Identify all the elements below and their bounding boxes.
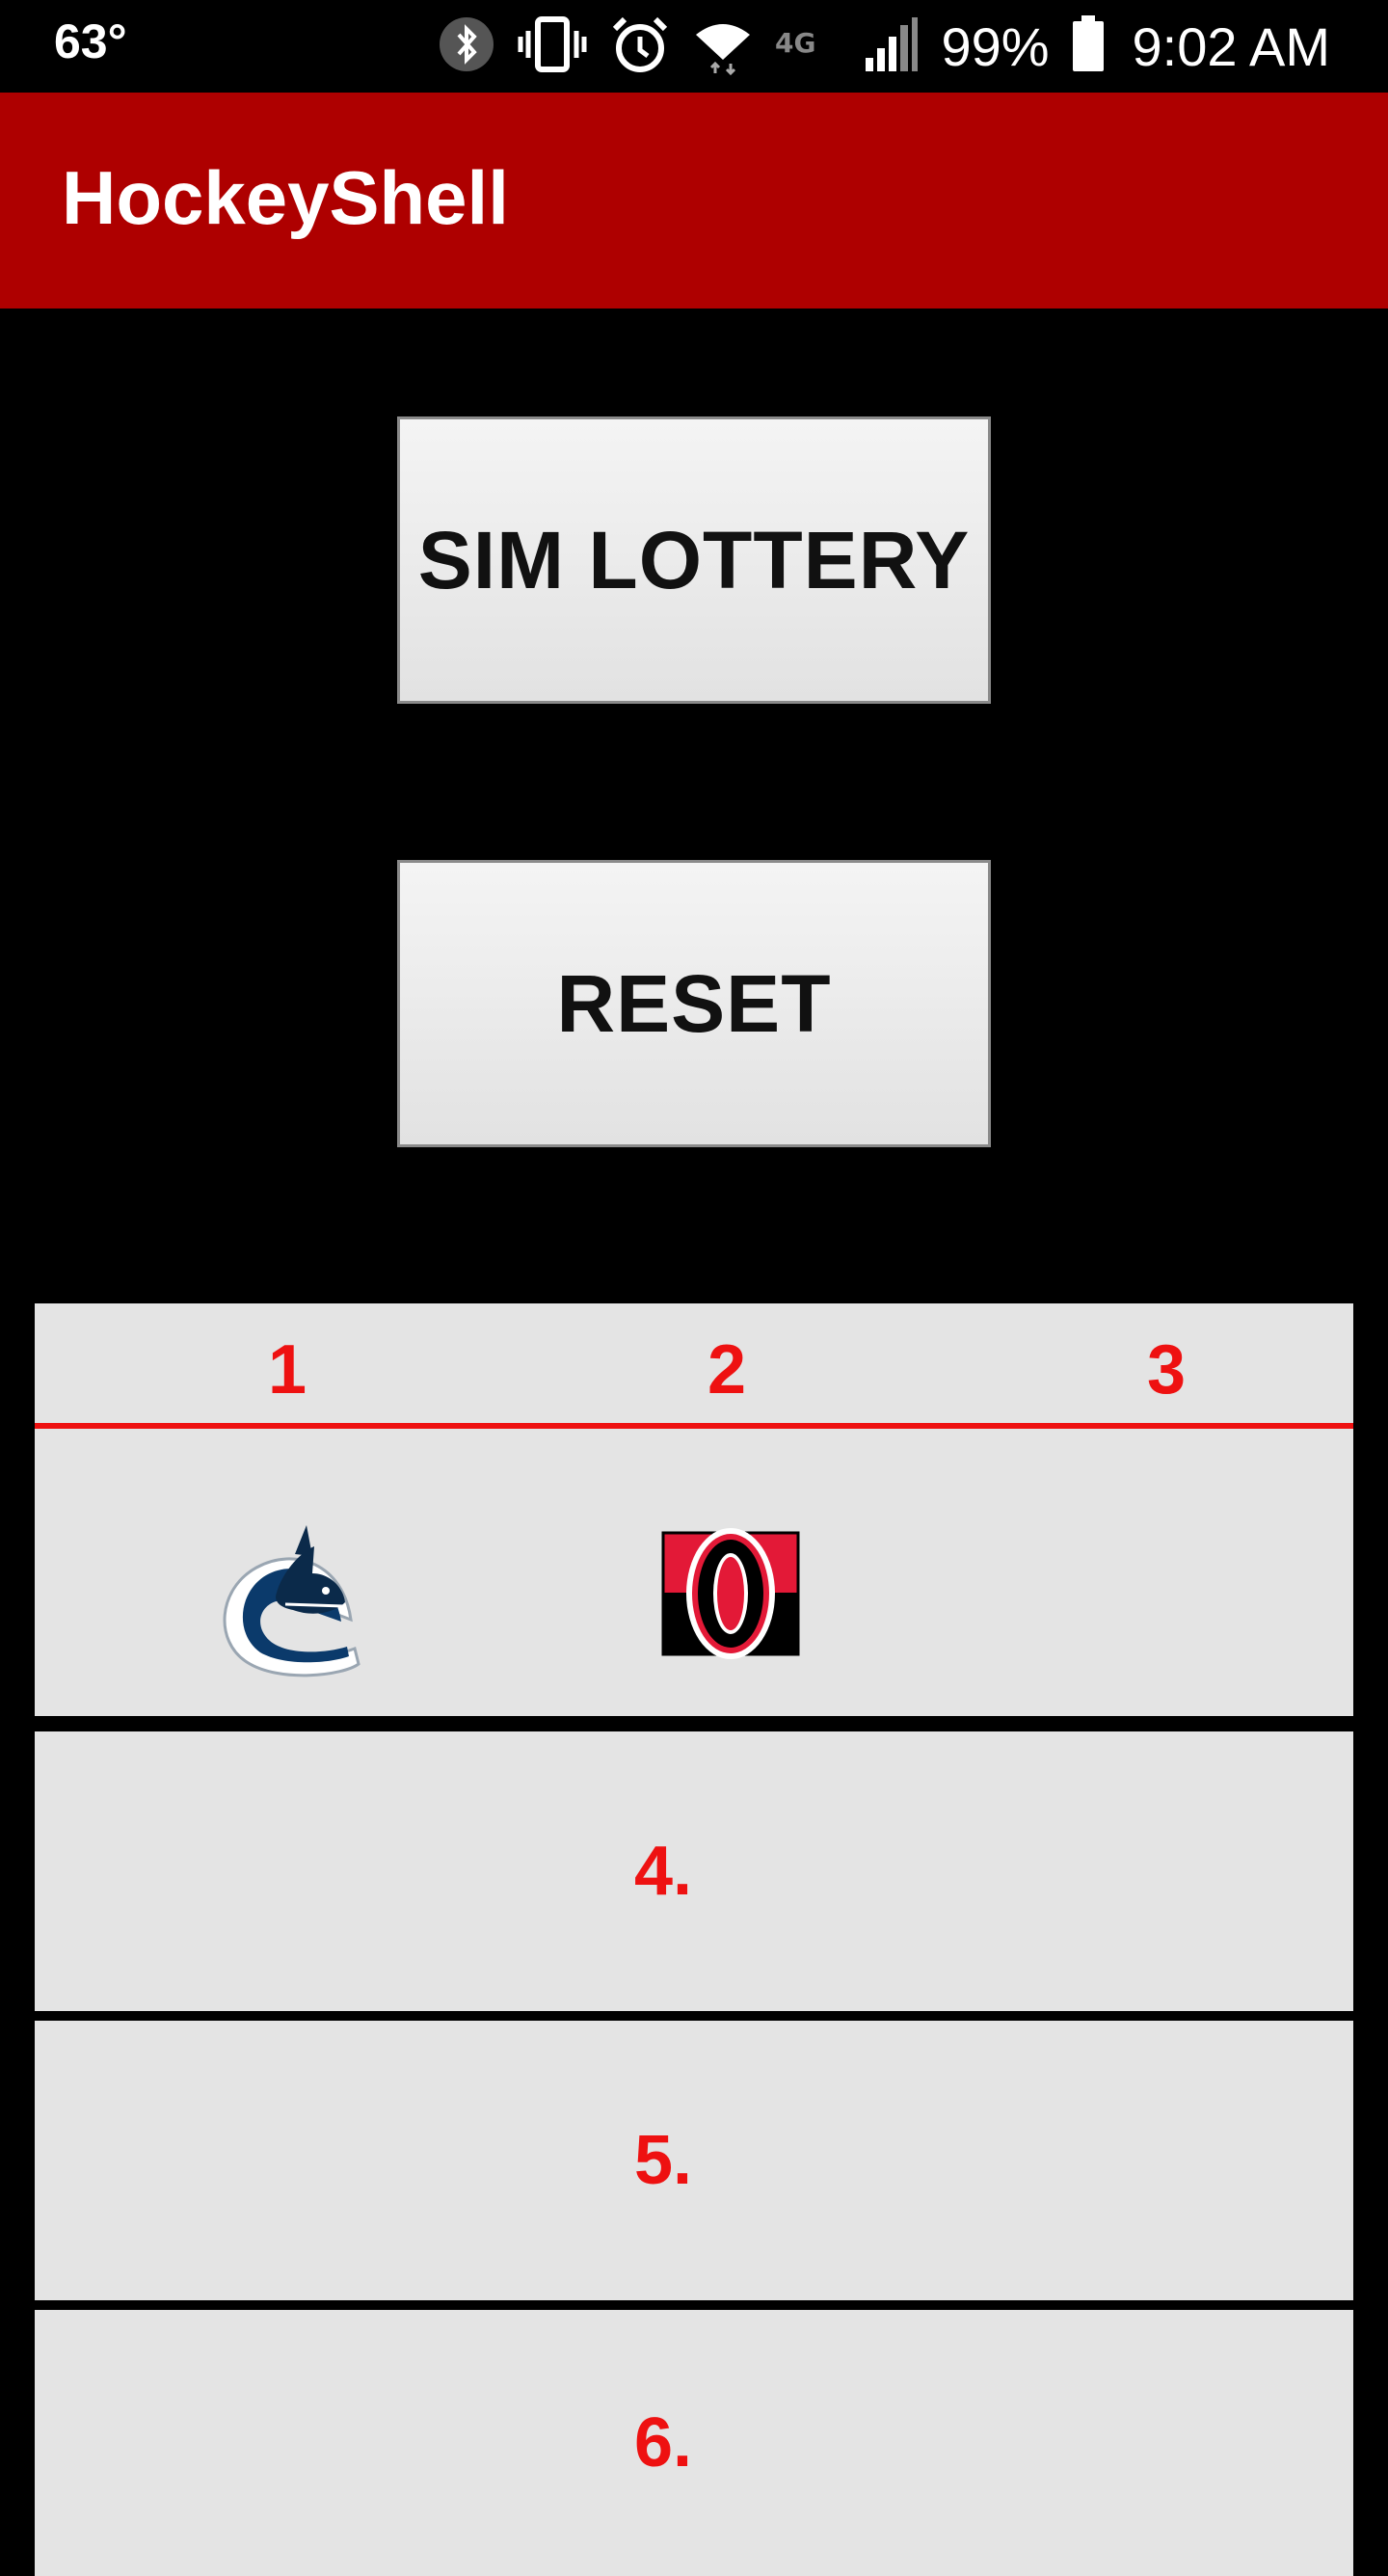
pick-header-2: 2 bbox=[707, 1331, 747, 1409]
bluetooth-icon bbox=[438, 15, 495, 78]
app-title: HockeyShell bbox=[62, 155, 509, 240]
status-icons: 4G 99% 9:02 AM bbox=[438, 0, 1330, 93]
pick-row-6: 6. bbox=[35, 2310, 1353, 2576]
pick-row-5: 5. bbox=[35, 2021, 1353, 2300]
pick-row-label: 5. bbox=[633, 2122, 693, 2199]
pick-header-3: 3 bbox=[1146, 1331, 1187, 1409]
senators-logo bbox=[625, 1506, 837, 1708]
alarm-icon bbox=[609, 13, 671, 80]
pick-header-1: 1 bbox=[267, 1331, 307, 1409]
network-type-label: 4G bbox=[775, 27, 815, 59]
network-4g-icon: 4G bbox=[775, 25, 842, 68]
vibrate-icon bbox=[517, 13, 588, 80]
pick-row-4: 4. bbox=[35, 1731, 1353, 2011]
pick-row-label: 4. bbox=[633, 1833, 693, 1910]
pick-row-label: 6. bbox=[633, 2404, 693, 2482]
battery-icon bbox=[1071, 14, 1106, 78]
wifi-icon bbox=[692, 13, 754, 80]
signal-icon bbox=[864, 15, 920, 78]
reset-button[interactable]: RESET bbox=[397, 860, 991, 1147]
canucks-logo bbox=[179, 1496, 411, 1728]
temperature-text: 63° bbox=[54, 14, 127, 68]
sim-lottery-button[interactable]: SIM LOTTERY bbox=[397, 416, 991, 704]
top-picks-card: 1 2 3 bbox=[35, 1303, 1353, 1716]
app-bar: HockeyShell bbox=[0, 93, 1388, 309]
pick-header-row: 1 2 3 bbox=[35, 1303, 1353, 1429]
status-bar: 63° 4G 99% 9:02 AM bbox=[0, 0, 1388, 93]
battery-percent: 99% bbox=[941, 15, 1050, 77]
clock-time: 9:02 AM bbox=[1132, 15, 1330, 77]
